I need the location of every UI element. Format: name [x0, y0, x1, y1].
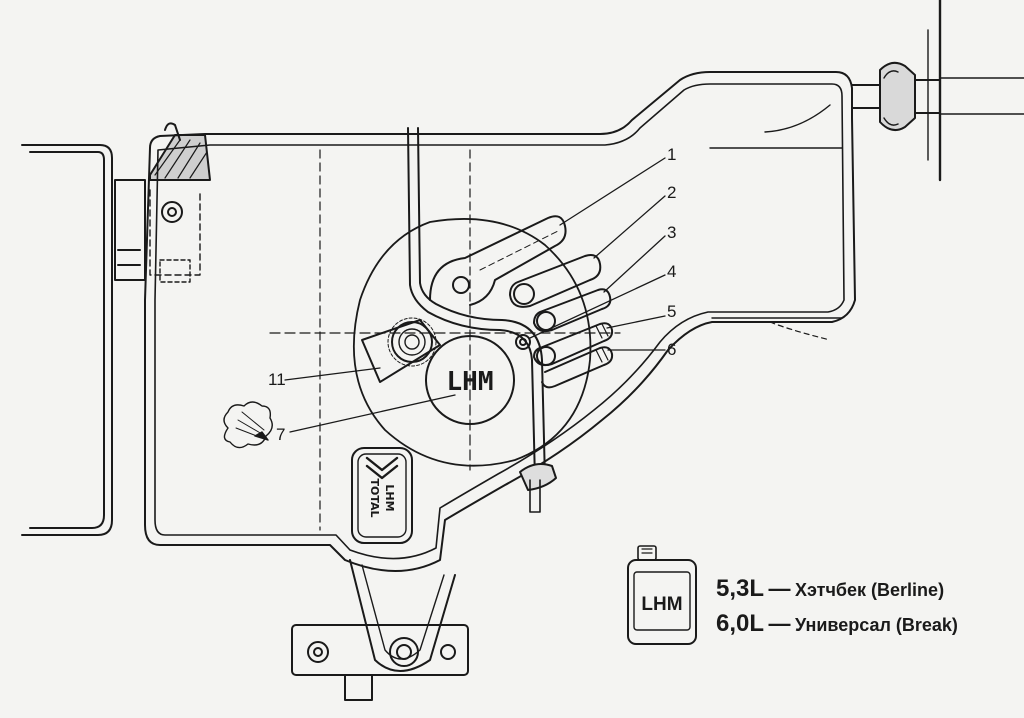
reservoir-body-outer: [144, 71, 856, 572]
callout-3: 3: [667, 223, 677, 242]
reservoir-body-inner: [154, 83, 845, 560]
pipe-component-2: [509, 254, 602, 308]
lhm-label-circle: [425, 335, 515, 425]
badge-text-total: TOTAL: [368, 478, 381, 517]
leader-lines: [284, 157, 666, 433]
outlet-fitting: [851, 0, 1024, 182]
pipe-component-6: [541, 346, 614, 389]
left-component: [21, 144, 146, 536]
total-lhm-badge: [351, 447, 413, 544]
callout-2: 2: [667, 183, 677, 202]
callout-5: 5: [667, 302, 677, 321]
bottle-text: LHM: [641, 594, 682, 615]
legend-description: Хэтчбек (Berline): [794, 580, 945, 600]
strainer-component-11: [361, 317, 441, 383]
badge-text-lhm: LHM: [383, 484, 396, 511]
lhm-bottle-icon: [627, 545, 697, 645]
legend-row-break: 6,0L — Универсал (Break): [716, 610, 958, 638]
legend-row-berline: 5,3L — Хэтчбек (Berline): [716, 575, 944, 603]
legend-description: Универсал (Break): [794, 615, 958, 635]
hose-clip: [519, 463, 557, 513]
pipe-component-4: [515, 334, 531, 350]
pipe-component-1: [429, 215, 567, 306]
callout-1: 1: [667, 145, 677, 164]
mounting-bracket: [291, 559, 469, 701]
filter-housing: [269, 218, 621, 471]
legend-volume: 5,3L: [716, 575, 765, 602]
legend-dash: —: [768, 576, 791, 601]
pipe-component-5: [533, 322, 614, 367]
callout-4: 4: [667, 262, 677, 281]
lhm-circle-text: LHM: [447, 367, 494, 397]
vent-puff: [223, 401, 273, 449]
legend-volume: 6,0L: [716, 610, 765, 637]
callout-6: 6: [667, 340, 677, 359]
legend-dash: —: [768, 611, 791, 636]
callout-7: 7: [276, 425, 286, 444]
callout-11: 11: [268, 370, 286, 389]
